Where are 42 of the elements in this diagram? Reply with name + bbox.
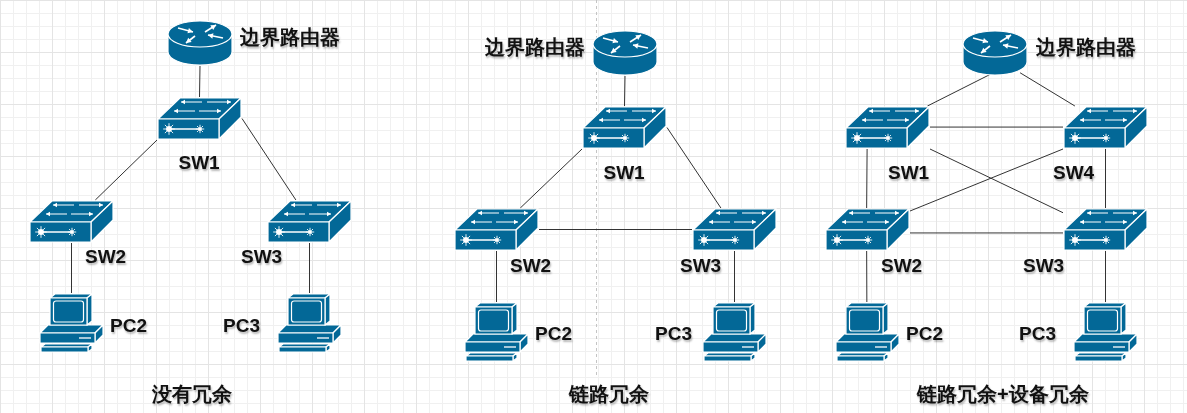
network-link [496,250,497,303]
network-link [1105,148,1106,209]
network-link [666,127,722,209]
network-link [734,250,735,303]
device-label: SW2 [85,246,127,268]
device-label: 边界路由器 [485,35,585,59]
network-link [866,148,868,209]
device-label: PC2 [906,323,943,345]
network-link [538,229,693,230]
network-link [929,148,1064,214]
network-link [519,148,583,209]
network-link [866,250,868,303]
network-link [1019,72,1076,107]
device-label: SW4 [1053,162,1095,184]
network-link [94,139,158,201]
device-label: PC2 [535,323,572,345]
device-label: 边界路由器 [1036,35,1136,59]
device-label: PC2 [110,315,147,337]
network-link [199,65,201,98]
panel-caption: 链路冗余 [569,382,649,406]
device-label: SW3 [1023,255,1065,277]
network-link [71,242,72,294]
network-link [241,118,297,201]
network-link [929,126,1064,128]
device-label: PC3 [655,323,692,345]
network-link [909,232,1064,234]
device-label: SW3 [680,255,722,277]
device-label: PC3 [1019,323,1056,345]
network-link [309,242,310,294]
network-link [624,75,626,107]
device-label: PC3 [223,315,260,337]
network-link [909,148,1064,212]
device-label: SW1 [888,162,930,184]
device-label: SW2 [510,255,552,277]
network-link [1105,250,1106,303]
panel-caption: 链路冗余+设备冗余 [917,382,1089,406]
device-label: SW1 [178,152,220,174]
device-label: 边界路由器 [240,25,340,49]
device-label: SW2 [881,255,923,277]
device-label: SW1 [603,162,645,184]
device-label: SW3 [241,246,283,268]
panel-caption: 没有冗余 [152,382,232,406]
